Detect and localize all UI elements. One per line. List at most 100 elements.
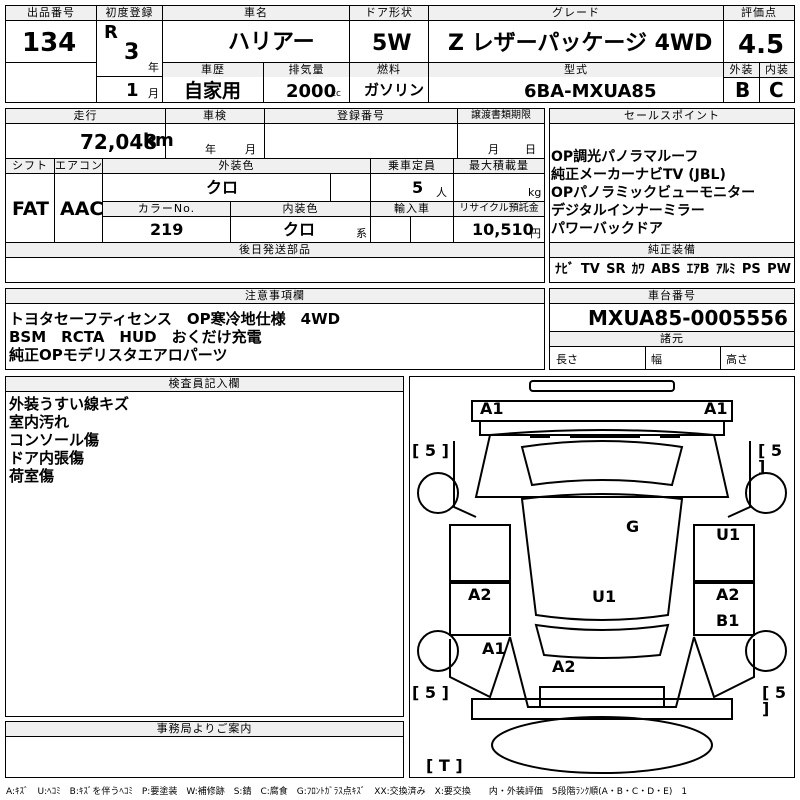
- tire-front-right: [ 5 ]: [758, 441, 783, 476]
- exterior-grade: B: [735, 78, 751, 102]
- sales-point: デジタルインナーミラー: [551, 203, 705, 219]
- damage-mark: B1: [716, 611, 740, 630]
- recycle-unit: 円: [530, 227, 541, 240]
- recycle-deposit: 10,510: [472, 220, 534, 239]
- notes-label: 注意事項欄: [6, 289, 544, 303]
- equipment-item: SR: [606, 262, 626, 277]
- reg-year: 3: [124, 40, 140, 65]
- model-code: 6BA-MXUA85: [524, 81, 657, 102]
- door-type: 5W: [372, 31, 412, 56]
- aircon-label: エアコン: [55, 159, 102, 173]
- displacement-unit: cc: [331, 89, 341, 99]
- shift: FAT: [12, 198, 49, 220]
- mileage-label: 走行: [6, 109, 165, 123]
- sales-point: パワーバックドア: [551, 221, 663, 237]
- lot-label: 出品番号: [6, 6, 96, 20]
- damage-mark: G: [626, 517, 640, 536]
- damage-legend: A:ｷｽﾞ U:ﾍｺﾐ B:ｷｽﾞを伴うﾍｺﾐ P:要塗装 W:補修跡 S:錆 …: [6, 787, 688, 797]
- inspection-year-unit: 年: [205, 143, 216, 156]
- inspector-line: 荷室傷: [9, 467, 55, 485]
- header-section: [5, 5, 795, 103]
- door-label: ドア形状: [350, 6, 428, 20]
- capacity: 5: [412, 178, 424, 197]
- plate-label: 登録番号: [265, 109, 457, 123]
- office-section: [5, 721, 404, 778]
- damage-mark: U1: [716, 525, 741, 544]
- interior-grade: C: [769, 78, 784, 102]
- capacity-label: 乗車定員: [371, 159, 453, 173]
- interior-grade-label: 内装: [760, 63, 794, 77]
- tire-rear-right: [ 5 ]: [762, 683, 787, 718]
- car-outline-diagram: [417, 380, 787, 774]
- inspector-line: ドア内張傷: [9, 449, 85, 467]
- inspector-section: [5, 376, 404, 717]
- grade: Z レザーパッケージ 4WD: [448, 31, 713, 56]
- model-label: 型式: [429, 63, 723, 77]
- exterior-color: クロ: [206, 178, 239, 197]
- year-unit: 年: [148, 61, 159, 74]
- car-name: ハリアー: [228, 30, 315, 55]
- equipment-item: PW: [767, 262, 791, 277]
- history: 自家用: [184, 80, 242, 102]
- shift-label: シフト: [6, 159, 54, 173]
- recycle-label: リサイクル預託金: [454, 202, 544, 216]
- width-label: 幅: [651, 353, 662, 366]
- damage-diagram: [ 5 ] [ 5 ] [ 5 ] [ 5 ] [ T ] A1 A1 G U1…: [409, 376, 795, 778]
- sales-point: OP調光パノラマルーフ: [551, 149, 699, 165]
- fuel-label: 燃料: [350, 63, 428, 77]
- notes-lines: トヨタセーフティセンス OP寒冷地仕様 4WD BSM RCTA HUD おくだ…: [9, 310, 340, 364]
- inspection-month-unit: 月: [245, 143, 256, 156]
- inspection-label: 車検: [166, 109, 264, 123]
- inspector-line: 外装うすい線キズ: [9, 395, 130, 413]
- mileage: 72,048: [80, 130, 158, 154]
- damage-mark: A1: [704, 399, 728, 418]
- inspector-label: 検査員記入欄: [6, 377, 403, 391]
- equipment-item: PS: [741, 262, 761, 277]
- damage-mark: A2: [468, 585, 492, 604]
- score: 4.5: [738, 30, 785, 60]
- displacement-label: 排気量: [264, 63, 349, 77]
- chassis-number: MXUA85-0005556: [588, 306, 788, 330]
- note-line: BSM RCTA HUD おくだけ充電: [9, 328, 262, 346]
- damage-mark: A1: [480, 399, 504, 418]
- lot-number: 134: [22, 28, 77, 58]
- inspector-line: 室内汚れ: [9, 413, 70, 431]
- aircon: AAC: [60, 198, 104, 220]
- interior-color-unit: 系: [356, 227, 367, 240]
- era: R: [104, 22, 118, 43]
- tire-front-left: [ 5 ]: [412, 441, 449, 460]
- equipment-item: TV: [580, 262, 600, 277]
- grade-label: グレード: [429, 6, 723, 20]
- equipment-label: 純正装備: [550, 243, 794, 257]
- office-label: 事務局よりご案内: [6, 722, 403, 736]
- capacity-unit: 人: [436, 186, 447, 199]
- car-name-label: 車名: [163, 6, 349, 20]
- equipment-list: ﾅﾋﾞ TV SR ｶﾜ ABS ｴｱB ｱﾙﾐ PS PW: [555, 263, 791, 276]
- first-registration-label: 初度登録: [97, 6, 162, 20]
- max-load-unit: kg: [528, 186, 542, 199]
- interior-color-label: 内装色: [231, 202, 370, 216]
- length-label: 長さ: [556, 353, 578, 366]
- damage-mark: A1: [482, 639, 506, 658]
- sales-point-list: OP調光パノラマルーフ 純正メーカーナビTV (JBL) OPパノラミックビュー…: [551, 148, 755, 238]
- fuel: ガソリン: [364, 81, 425, 99]
- inspector-line: コンソール傷: [9, 431, 100, 449]
- transfer-deadline-label: 譲渡書類期限: [458, 109, 544, 123]
- sales-points-label: セールスポイント: [550, 109, 794, 123]
- sales-point: OPパノラミックビューモニター: [551, 185, 756, 201]
- displacement: 2000: [286, 81, 337, 102]
- equipment-item: ｱﾙﾐ: [716, 262, 736, 277]
- vehicle-details-section: [5, 108, 545, 283]
- dims-label: 諸元: [550, 332, 794, 346]
- damage-mark: U1: [592, 587, 617, 606]
- color-no: 219: [150, 220, 184, 239]
- chassis-label: 車台番号: [550, 289, 794, 303]
- chassis-section: [549, 288, 795, 370]
- height-label: 高さ: [726, 353, 748, 366]
- reg-month: 1: [126, 80, 139, 101]
- equipment-item: ABS: [651, 262, 681, 277]
- equipment-item: ｴｱB: [686, 262, 710, 277]
- tire-spare: [ T ]: [426, 756, 463, 775]
- color-no-label: カラーNo.: [103, 202, 230, 216]
- exterior-grade-label: 外装: [724, 63, 759, 77]
